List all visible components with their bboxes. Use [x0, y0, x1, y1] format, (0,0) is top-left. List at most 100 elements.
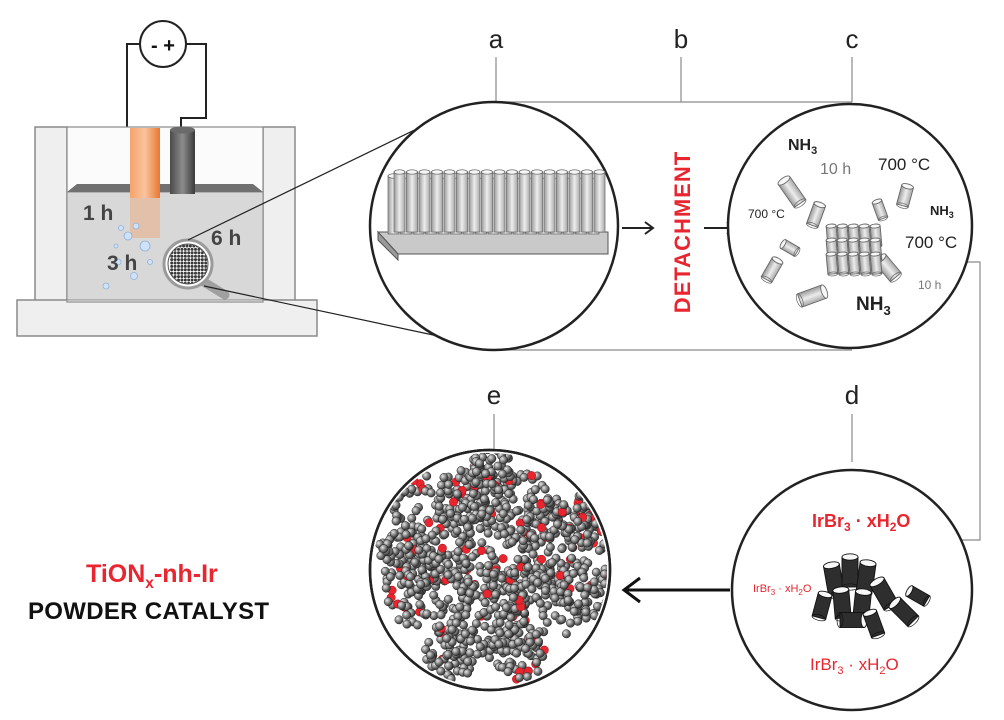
tion-particle: [434, 501, 444, 511]
tion-particle: [533, 578, 543, 588]
tion-particle: [532, 657, 542, 667]
nanotube-fragment: [905, 585, 931, 607]
detachment-label: DETACHMENT: [670, 151, 695, 313]
tion-particle: [397, 601, 407, 610]
tion-particle: [513, 554, 523, 564]
tion-particle: [395, 571, 405, 580]
tion-particle: [582, 529, 592, 539]
tion-particle: [491, 498, 501, 508]
tion-particle: [559, 500, 569, 510]
tion-particle: [452, 489, 462, 499]
step-label-b: b: [674, 24, 688, 54]
tion-particle: [416, 579, 426, 589]
tion-particle: [567, 553, 577, 563]
tion-particle: [507, 537, 517, 547]
iridium-particle: [437, 543, 447, 553]
iridium-particle: [527, 471, 536, 481]
nanotube-fragment: [836, 612, 868, 628]
tion-particle: [493, 461, 503, 471]
nanotube-fragment: [825, 251, 839, 277]
tion-particle: [472, 649, 482, 659]
tion-particle: [557, 544, 567, 554]
tion-particle: [540, 586, 550, 596]
tion-particle: [512, 506, 522, 516]
tion-particle: [545, 542, 555, 552]
nanotube-fragment: [869, 237, 883, 263]
tion-particle: [611, 575, 619, 583]
ti-electrode-dry: [130, 128, 160, 198]
nanotube: [543, 169, 556, 233]
tion-particle: [582, 538, 592, 548]
nanotube-fragment: [836, 251, 850, 277]
magnifier-icon: [162, 238, 230, 300]
nanotube: [468, 169, 481, 233]
nanotube-fragment: [862, 608, 886, 640]
nanotube-fragment: [858, 251, 872, 277]
tion-particle: [400, 521, 410, 531]
tion-particle: [379, 544, 389, 554]
tion-particle: [434, 554, 444, 564]
tion-particle: [466, 636, 475, 646]
tion-particle: [530, 485, 540, 495]
tion-particle: [439, 473, 449, 482]
tank-wall-left: [34, 126, 68, 303]
power-supply-symbol: - +: [151, 35, 175, 57]
tion-particle: [475, 642, 485, 652]
ti-electrode-wet: [130, 198, 160, 238]
tion-particle: [483, 528, 493, 538]
tion-particle: [391, 516, 401, 526]
tion-particle: [421, 645, 431, 654]
tion-particle: [467, 625, 477, 635]
tion-particle: [600, 569, 607, 579]
tion-particle: [475, 458, 485, 468]
tion-particle: [570, 535, 580, 545]
tion-particle: [434, 657, 444, 667]
tion-particle: [471, 477, 481, 487]
tion-particle: [489, 569, 499, 579]
tion-particle: [468, 552, 477, 562]
tion-particle: [615, 587, 623, 595]
tion-particle: [529, 495, 538, 504]
bath-time-1: 1 h: [83, 202, 113, 225]
tion-particle: [581, 607, 591, 617]
tank-base: [16, 299, 318, 337]
tion-particle: [429, 590, 439, 600]
tion-particle: [504, 620, 514, 630]
tion-particle: [582, 583, 592, 593]
tion-particle: [426, 488, 436, 498]
tion-particle: [547, 558, 557, 568]
tion-particle: [460, 514, 469, 524]
tion-particle: [380, 566, 390, 576]
tion-particle: [417, 565, 427, 575]
tion-particle: [414, 545, 424, 555]
tion-particle: [504, 629, 514, 639]
tion-particle: [512, 648, 522, 658]
tion-particle: [386, 572, 395, 582]
nanotube-fragment: [806, 201, 826, 229]
tion-particle: [480, 598, 490, 608]
tion-particle: [491, 602, 501, 612]
tion-particle: [465, 648, 475, 658]
tion-particle: [545, 532, 555, 542]
tion-particle: [519, 617, 529, 626]
tion-particle: [535, 648, 545, 658]
precursor-label-1: IrBr3 · xH2O: [812, 511, 910, 534]
nanotube-fragment: [777, 175, 807, 209]
tion-particle: [527, 584, 537, 594]
nanotube: [418, 169, 431, 233]
tion-particle: [487, 551, 497, 561]
tion-particle: [451, 647, 461, 656]
tion-particle: [394, 615, 404, 625]
tion-particle: [456, 466, 466, 476]
tion-particle: [417, 524, 427, 534]
step-label-c: c: [846, 24, 859, 54]
tion-particle: [538, 611, 548, 621]
nh3-label-2: NH3: [930, 203, 954, 220]
tion-particle: [421, 534, 431, 544]
counter-electrode-top: [170, 126, 195, 134]
tion-particle: [516, 525, 526, 535]
tion-particle: [484, 561, 493, 571]
tion-particle: [591, 567, 601, 577]
tion-particle: [435, 621, 445, 631]
